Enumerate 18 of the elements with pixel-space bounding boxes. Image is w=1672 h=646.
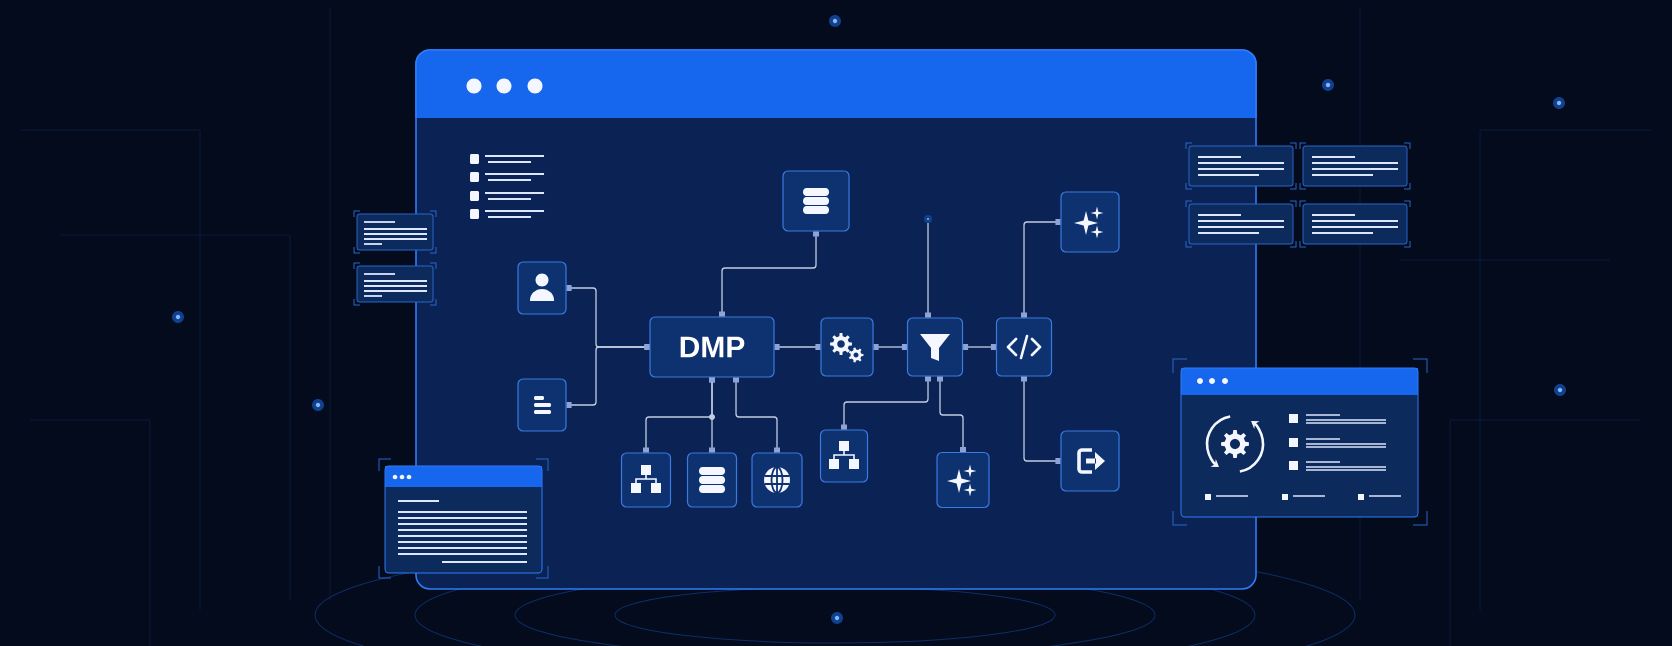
connector-line — [841, 376, 931, 430]
connector-line — [925, 222, 931, 318]
connector-line — [733, 377, 780, 453]
icon-tile — [1060, 191, 1120, 253]
icon-tile — [1060, 430, 1120, 492]
connector-line — [774, 344, 821, 350]
connector-line — [1021, 376, 1061, 464]
icon-tile — [936, 451, 990, 509]
connector-line — [709, 377, 715, 453]
connector-line — [873, 344, 907, 350]
connector-line — [1021, 219, 1061, 318]
connector-line — [566, 344, 650, 408]
icon-tile — [995, 317, 1053, 377]
connector-line — [719, 231, 819, 317]
icon-tile — [517, 378, 567, 432]
process-box: DMP — [649, 316, 775, 378]
connector-line — [963, 344, 996, 350]
connector-line — [937, 376, 966, 452]
